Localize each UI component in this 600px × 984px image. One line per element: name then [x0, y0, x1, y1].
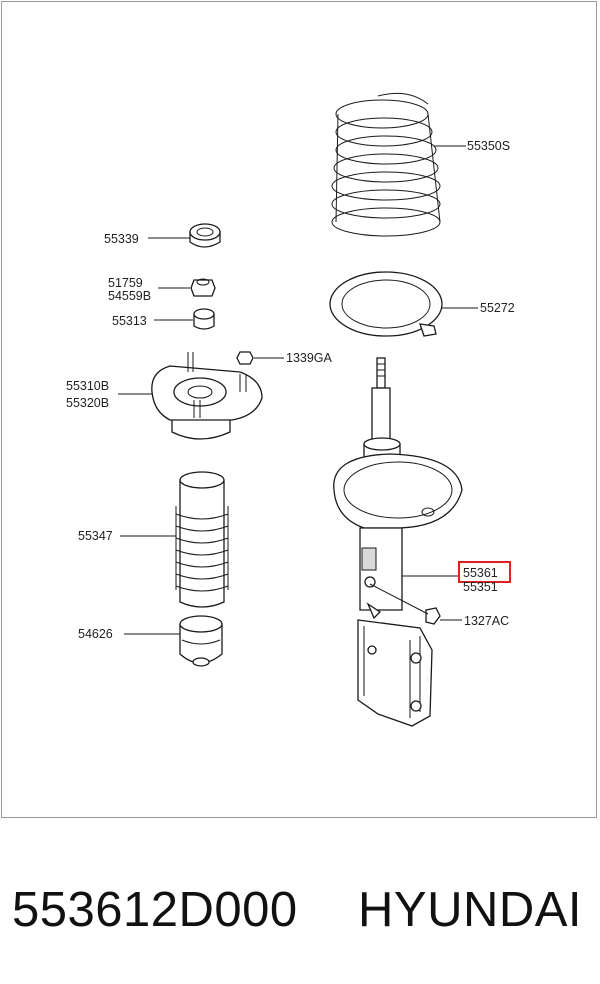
label-bump-stopper-cap: 55339: [104, 232, 139, 246]
caption-brand: HYUNDAI: [358, 883, 583, 937]
label-bumper: 54626: [78, 627, 113, 641]
strut-exploded-diagram: 55350S 55339 51759 54559B 55313 1339GA 5…: [66, 92, 515, 727]
coil-spring: [331, 92, 441, 237]
diagram-frame: [1, 1, 597, 818]
label-spacer: 55313: [112, 314, 147, 328]
label-spring-pad: 55272: [480, 301, 515, 315]
flange-nut: [425, 607, 441, 625]
spring-pad: [329, 271, 443, 337]
label-flange-nut: 1327AC: [464, 614, 509, 628]
caption-part-number: 553612D000: [12, 883, 298, 937]
hex-nut: [190, 278, 216, 297]
label-strut-highlighted: 55361: [463, 566, 498, 580]
dust-cover: [175, 471, 229, 608]
label-dust-cover: 55347: [78, 529, 113, 543]
bumper-stop: [179, 615, 223, 667]
highlight-box: [458, 561, 511, 583]
strut-mount: [151, 352, 263, 440]
bump-stopper-cap: [189, 223, 221, 248]
label-strut-assy: 55351: [463, 580, 498, 594]
strut-assembly: [333, 357, 463, 727]
label-nut-b: 54559B: [108, 289, 151, 303]
label-mount-b: 55320B: [66, 396, 109, 410]
label-coil-spring: 55350S: [467, 139, 510, 153]
label-mount-a: 55310B: [66, 379, 109, 393]
spacer: [193, 308, 215, 330]
label-bolt-nut: 1339GA: [286, 351, 333, 365]
mount-nut: [236, 351, 254, 365]
label-nut-a: 51759: [108, 276, 143, 290]
